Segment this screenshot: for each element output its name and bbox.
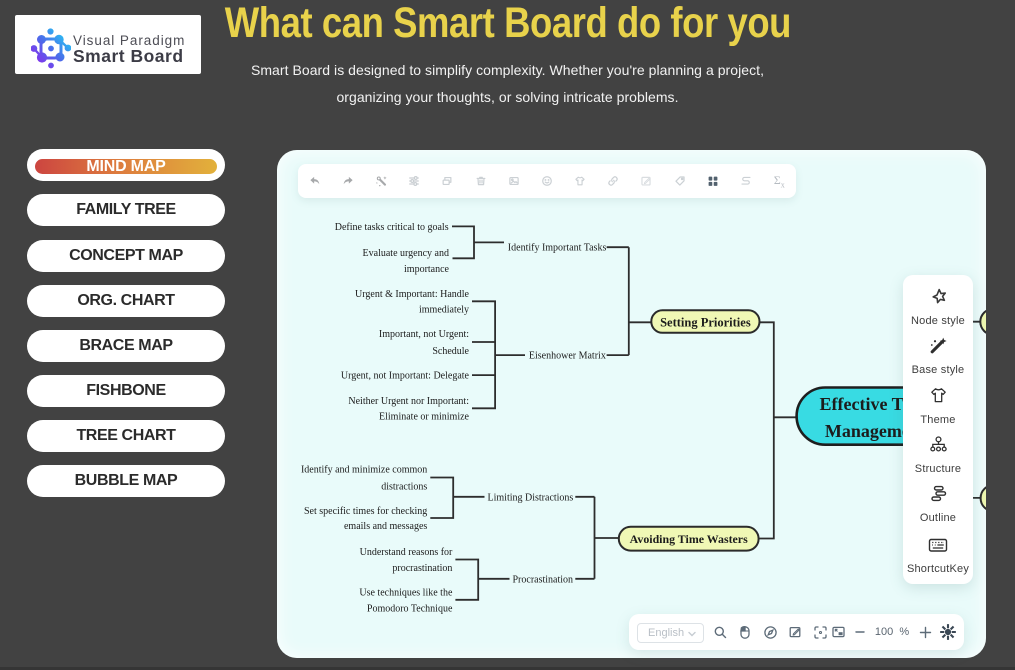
svg-text:immediately: immediately: [419, 305, 469, 316]
svg-text:Set specific times for checkin: Set specific times for checking: [304, 506, 427, 517]
svg-text:Procrastination: Procrastination: [513, 574, 574, 585]
svg-text:emails and messages: emails and messages: [344, 521, 427, 532]
svg-text:Avoiding Time Wasters: Avoiding Time Wasters: [630, 532, 748, 546]
svg-text:Eisenhower Matrix: Eisenhower Matrix: [529, 351, 606, 362]
svg-text:importance: importance: [404, 264, 450, 275]
svg-text:Urgent, not Important: Delegat: Urgent, not Important: Delegate: [341, 371, 470, 382]
svg-text:Neither Urgent nor Important:: Neither Urgent nor Important:: [348, 396, 469, 407]
svg-text:procrastination: procrastination: [392, 563, 452, 574]
svg-text:Management: Management: [825, 421, 926, 441]
svg-text:Evaluate urgency and: Evaluate urgency and: [363, 248, 449, 259]
svg-text:Pomodoro Technique: Pomodoro Technique: [367, 603, 453, 614]
svg-text:distractions: distractions: [381, 481, 427, 492]
svg-text:Eliminate or minimize: Eliminate or minimize: [379, 412, 470, 423]
svg-text:Limiting Distractions: Limiting Distractions: [488, 492, 574, 503]
svg-text:Setting Priorities: Setting Priorities: [660, 316, 751, 330]
svg-text:Define tasks critical to goals: Define tasks critical to goals: [335, 222, 449, 233]
svg-text:Urgent & Important: Handle: Urgent & Important: Handle: [355, 289, 470, 300]
svg-text:Understand reasons for: Understand reasons for: [360, 547, 453, 558]
svg-text:Important, not Urgent:: Important, not Urgent:: [379, 329, 469, 340]
svg-text:Identify Important Tasks: Identify Important Tasks: [508, 243, 607, 254]
svg-text:Use techniques like the: Use techniques like the: [359, 587, 453, 598]
svg-text:Schedule: Schedule: [432, 346, 469, 357]
svg-text:Identify and minimize common: Identify and minimize common: [301, 465, 427, 476]
